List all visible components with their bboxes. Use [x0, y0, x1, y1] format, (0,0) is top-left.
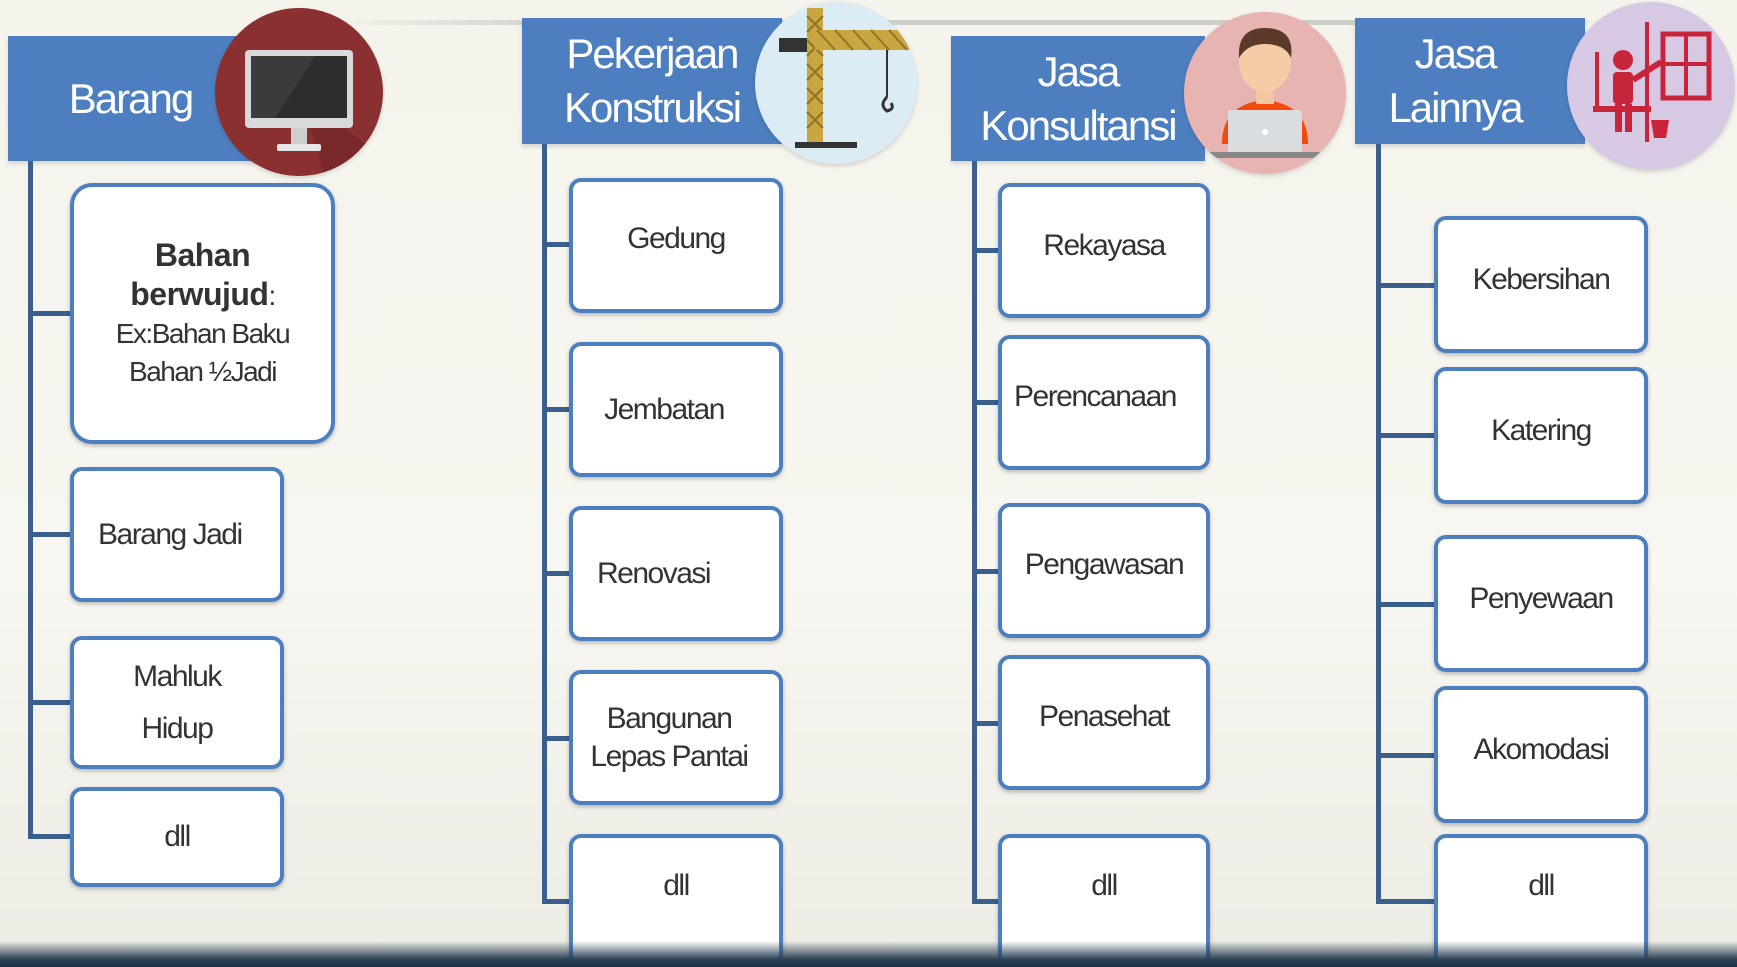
item-label: Katering — [1491, 413, 1592, 447]
connector-branch — [972, 400, 1002, 405]
item-label: Penasehat — [1039, 699, 1170, 733]
connector-branch — [1376, 753, 1434, 758]
header-jasa-lainnya-label: Jasa Lainnya — [1388, 30, 1523, 131]
item-label: Renovasi — [597, 556, 712, 590]
item-barang-jadi: Barang Jadi — [70, 467, 284, 602]
item-bangunan-lepas-pantai: Bangunan Lepas Pantai — [569, 670, 783, 805]
item-label: Barang Jadi — [98, 517, 243, 551]
item-kebersihan: Kebersihan — [1434, 216, 1648, 353]
connector-trunk-konsultansi — [972, 161, 977, 904]
connector-branch — [972, 569, 1002, 574]
crane-icon — [755, 2, 917, 164]
connector-branch — [542, 736, 572, 741]
item-label: Kebersihan — [1472, 262, 1611, 296]
window-cleaner-icon — [1567, 2, 1735, 170]
header-jasa-konsultansi-label: Jasa Konsultansi — [980, 47, 1177, 149]
item-bahan-berwujud: Bahan berwujud: Ex:Bahan Baku Bahan ½Jad… — [70, 183, 335, 444]
item-rekayasa: Rekayasa — [998, 183, 1210, 318]
connector-branch — [1376, 433, 1434, 438]
header-pekerjaan-konstruksi: Pekerjaan Konstruksi — [522, 18, 782, 144]
header-jasa-konsultansi: Jasa Konsultansi — [951, 36, 1205, 161]
item-renovasi: Renovasi — [569, 506, 783, 641]
item-penyewaan: Penyewaan — [1434, 535, 1648, 672]
connector-branch — [542, 899, 572, 904]
item-pengawasan: Pengawasan — [998, 503, 1210, 638]
item-label: dll — [663, 868, 690, 902]
item-label: Akomodasi — [1473, 732, 1610, 766]
item-label: dll — [1091, 868, 1118, 902]
header-barang: Barang — [8, 36, 253, 161]
header-jasa-lainnya: Jasa Lainnya — [1355, 18, 1585, 144]
item-dll-barang: dll — [70, 787, 284, 887]
connector-branch — [542, 407, 572, 412]
item-mahluk-hidup: Mahluk Hidup — [70, 636, 284, 769]
consultant-laptop-icon — [1184, 12, 1346, 174]
item-label: Penyewaan — [1469, 581, 1614, 615]
connector-branch — [28, 700, 72, 705]
header-barang-label: Barang — [68, 74, 194, 122]
connector-branch — [28, 834, 72, 839]
item-label: Perencanaan — [1014, 379, 1177, 413]
connector-branch — [1376, 283, 1434, 288]
item-bahan-berwujud-colon: : — [268, 279, 276, 311]
connector-branch — [1376, 899, 1434, 904]
item-gedung: Gedung — [569, 178, 783, 313]
item-jembatan: Jembatan — [569, 342, 783, 477]
bottom-band — [0, 941, 1737, 967]
item-katering: Katering — [1434, 367, 1648, 504]
item-bahan-berwujud-detail: Ex:Bahan Baku Bahan ½Jadi — [115, 317, 291, 387]
item-label: Bangunan Lepas Pantai — [590, 701, 749, 773]
item-perencanaan: Perencanaan — [998, 335, 1210, 470]
connector-branch — [28, 532, 72, 537]
item-label: Pengawasan — [1024, 547, 1185, 581]
connector-trunk-konstruksi — [542, 144, 547, 904]
item-penasehat: Penasehat — [998, 655, 1210, 790]
item-label: Mahluk Hidup — [133, 659, 222, 745]
item-label: Jembatan — [604, 392, 725, 426]
connector-branch — [972, 248, 1002, 253]
connector-branch — [542, 571, 572, 576]
connector-trunk-barang — [28, 161, 33, 839]
item-bahan-berwujud-title: Bahan berwujud: — [130, 236, 276, 315]
item-label: Gedung — [627, 221, 726, 255]
connector-branch — [542, 242, 572, 247]
item-akomodasi: Akomodasi — [1434, 686, 1648, 823]
connector-branch — [28, 311, 72, 316]
top-divider — [320, 20, 1620, 25]
header-pekerjaan-konstruksi-label: Pekerjaan Konstruksi — [563, 30, 742, 131]
item-label: dll — [164, 820, 191, 853]
computer-monitor-icon — [215, 8, 383, 176]
item-label: Rekayasa — [1043, 228, 1166, 262]
connector-trunk-lainnya — [1376, 144, 1381, 904]
item-label: dll — [1528, 868, 1555, 902]
connector-branch — [1376, 602, 1434, 607]
connector-branch — [972, 721, 1002, 726]
item-bahan-berwujud-bold: Bahan berwujud — [130, 236, 269, 312]
connector-branch — [972, 899, 1002, 904]
